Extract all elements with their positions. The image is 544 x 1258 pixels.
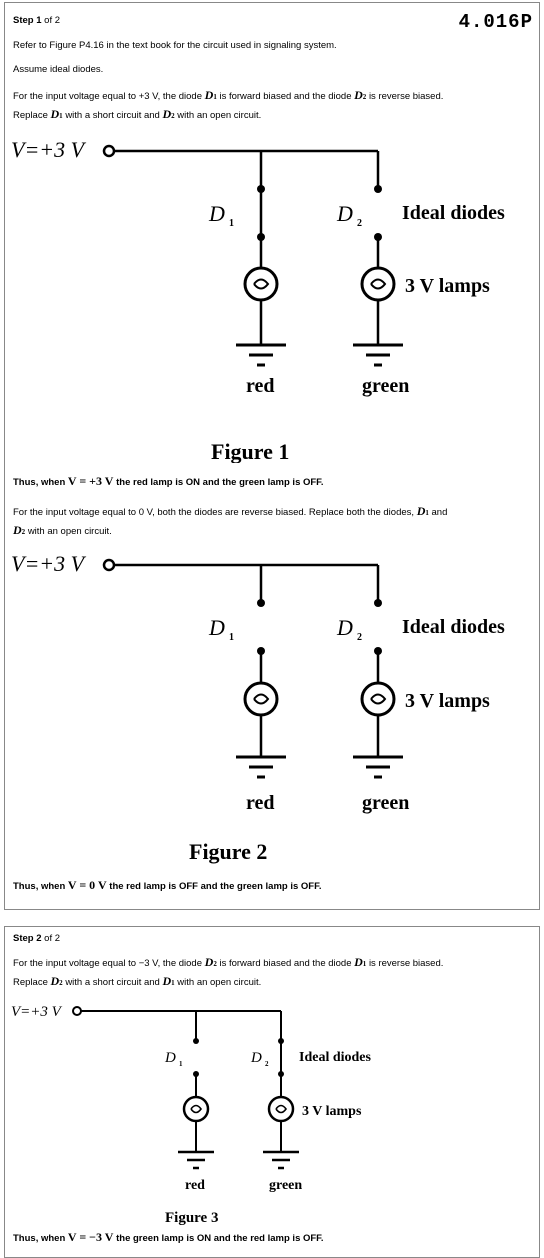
- d2-symbol: D: [50, 974, 60, 988]
- figure-1-caption: Figure 1: [211, 439, 289, 463]
- ideal-diodes-label: Ideal diodes: [299, 1050, 372, 1065]
- figure-3-caption: Figure 3: [165, 1210, 218, 1226]
- red-label: red: [246, 375, 275, 397]
- step2-line1a: For the input voltage equal to −3 V, the…: [13, 958, 202, 969]
- d2-symbol: D: [162, 107, 172, 121]
- d1-symbol: D: [50, 107, 60, 121]
- d2-subscript: 2: [171, 112, 175, 120]
- conclusion-1a: Thus, when: [13, 477, 66, 488]
- d2-sub: 2: [357, 218, 362, 229]
- conclusion-2a: Thus, when: [13, 881, 66, 892]
- lamps-label: 3 V lamps: [405, 275, 490, 297]
- conclusion-3: Thus, when V = −3 V the green lamp is ON…: [13, 1231, 324, 1245]
- step1-line6: D2 with an open circuit.: [13, 524, 112, 538]
- step1-line3a: For the input voltage equal to +3 V, the…: [13, 91, 202, 102]
- step2-panel: Step 2 of 2 For the input voltage equal …: [4, 926, 540, 1258]
- source-label: V=+3 V: [11, 551, 87, 576]
- step1-line4a: Replace: [13, 110, 48, 121]
- d2-sub: 2: [357, 632, 362, 643]
- d1-sub: 1: [229, 632, 234, 643]
- d1-sub: 1: [229, 218, 234, 229]
- d2-sub: 2: [265, 1060, 269, 1068]
- figure-3-circuit: V=+3 V D 1 D 2 Ideal diodes 3 V lamps re…: [11, 1004, 372, 1226]
- step2-heading-bold: Step 2: [13, 933, 42, 944]
- step1-heading-bold: Step 1: [13, 15, 42, 26]
- d2-subscript: 2: [21, 528, 26, 536]
- green-label: green: [362, 792, 409, 814]
- figure-2-circuit: V=+3 V D 1 D 2 Ideal diodes 3 V lamps re…: [11, 551, 505, 864]
- step1-line2: Assume ideal diodes.: [13, 64, 104, 75]
- d2-label: D: [336, 615, 353, 640]
- step2-heading: Step 2 of 2: [13, 933, 60, 945]
- step1-heading: Step 1 of 2: [13, 15, 60, 27]
- d1-symbol: D: [162, 974, 172, 988]
- step1-line5b: and: [431, 507, 448, 518]
- red-label: red: [185, 1178, 205, 1193]
- conclusion-3-eq: V = −3 V: [67, 1230, 114, 1244]
- step1-line4: Replace D1 with a short circuit and D2 w…: [13, 108, 261, 122]
- ideal-diodes-label: Ideal diodes: [402, 202, 505, 224]
- d1-label: D: [208, 201, 225, 226]
- step2-line1: For the input voltage equal to −3 V, the…: [13, 956, 443, 970]
- source-label: V=+3 V: [11, 137, 87, 162]
- d2-symbol: D: [204, 955, 214, 969]
- d2-subscript: 2: [213, 960, 217, 968]
- d1-label: D: [208, 615, 225, 640]
- step1-line3b: is forward biased and the diode: [219, 91, 352, 102]
- d1-subscript: 1: [171, 979, 175, 987]
- conclusion-1-eq: V = +3 V: [67, 474, 114, 488]
- d1-subscript: 1: [425, 509, 429, 517]
- step2-line1b: is forward biased and the diode: [219, 958, 352, 969]
- step1-line3c: is reverse biased.: [368, 91, 444, 102]
- step2-line2b: with a short circuit and: [65, 977, 160, 988]
- source-label: V=+3 V: [11, 1004, 63, 1020]
- step1-panel: 4.016P Step 1 of 2 Refer to Figure P4.16…: [4, 2, 540, 910]
- step1-line5a: For the input voltage equal to 0 V, both…: [13, 507, 415, 518]
- d1-subscript: 1: [59, 112, 63, 120]
- step1-line5: For the input voltage equal to 0 V, both…: [13, 505, 447, 519]
- step1-heading-rest: of 2: [44, 15, 61, 26]
- d1-label: D: [164, 1050, 176, 1066]
- green-label: green: [269, 1178, 302, 1193]
- conclusion-1: Thus, when V = +3 V the red lamp is ON a…: [13, 475, 324, 489]
- step2-line1c: is reverse biased.: [368, 958, 444, 969]
- conclusion-3a: Thus, when: [13, 1233, 66, 1244]
- lamps-label: 3 V lamps: [302, 1104, 362, 1119]
- d1-subscript: 1: [362, 960, 367, 968]
- d2-label: D: [250, 1050, 262, 1066]
- d2-label: D: [336, 201, 353, 226]
- d1-symbol: D: [416, 504, 426, 518]
- conclusion-2-eq: V = 0 V: [67, 878, 107, 892]
- figure-1-circuit: V=+3 V D 1 D 2 Ideal diodes 3 V lamps re…: [11, 137, 505, 463]
- green-label: green: [362, 375, 409, 397]
- ideal-diodes-label: Ideal diodes: [402, 616, 505, 638]
- d1-sub: 1: [179, 1060, 183, 1068]
- conclusion-2b: the red lamp is OFF and the green lamp i…: [109, 881, 322, 892]
- red-label: red: [246, 792, 275, 814]
- problem-id: 4.016P: [458, 11, 533, 33]
- conclusion-2: Thus, when V = 0 V the red lamp is OFF a…: [13, 879, 322, 893]
- step2-line2: Replace D2 with a short circuit and D1 w…: [13, 975, 261, 989]
- step2-heading-rest: of 2: [44, 933, 61, 944]
- d2-symbol: D: [354, 88, 363, 102]
- step2-line2c: with an open circuit.: [177, 977, 262, 988]
- d1-symbol: D: [204, 88, 214, 102]
- d1-subscript: 1: [213, 93, 217, 101]
- d2-symbol: D: [13, 523, 22, 537]
- lamps-label: 3 V lamps: [405, 690, 490, 712]
- step1-line1: Refer to Figure P4.16 in the text book f…: [13, 40, 337, 51]
- figure-2-caption: Figure 2: [189, 839, 267, 864]
- step1-line4b: with a short circuit and: [65, 110, 160, 121]
- step1-line6-text: with an open circuit.: [27, 526, 112, 537]
- conclusion-3b: the green lamp is ON and the red lamp is…: [116, 1233, 324, 1244]
- d2-subscript: 2: [362, 93, 367, 101]
- d1-symbol: D: [354, 955, 363, 969]
- d2-subscript: 2: [59, 979, 63, 987]
- conclusion-1b: the red lamp is ON and the green lamp is…: [116, 477, 324, 488]
- step2-line2a: Replace: [13, 977, 48, 988]
- step1-line3: For the input voltage equal to +3 V, the…: [13, 89, 443, 103]
- step1-line4c: with an open circuit.: [177, 110, 262, 121]
